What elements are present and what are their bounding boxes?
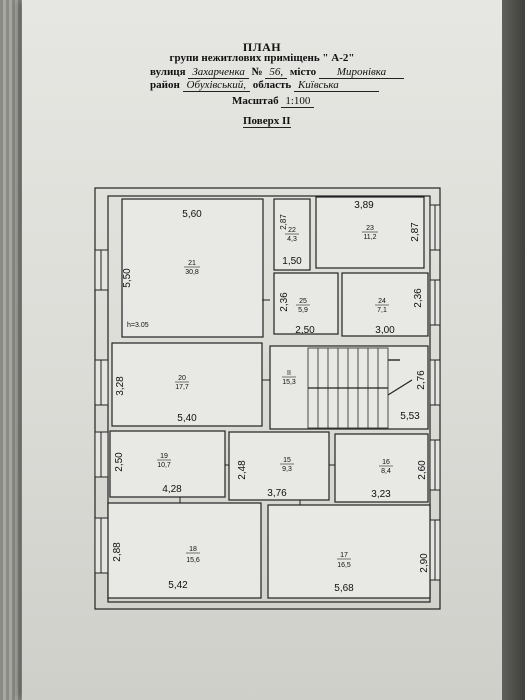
room-19-number: 19 xyxy=(160,453,168,460)
dim-22-width: 1,50 xyxy=(282,256,302,267)
room-19-area: 10,7 xyxy=(157,462,171,469)
room-23-number: 23 xyxy=(366,225,374,232)
room-20-number: 20 xyxy=(178,375,186,382)
room-23-area: 11,2 xyxy=(363,234,376,241)
room-18-area: 15,6 xyxy=(186,557,200,564)
dim-15-width: 3,76 xyxy=(267,488,287,499)
room-21-number: 21 xyxy=(188,260,196,267)
address-line: вулиця Захарченка № 56, місто Миронівка xyxy=(150,66,405,79)
floor-line: Поверх II xyxy=(243,115,291,128)
room-16-number: 16 xyxy=(382,459,390,466)
dim-23-height: 2,87 xyxy=(410,222,421,242)
room-18 xyxy=(107,502,262,599)
room-17-area: 16,5 xyxy=(337,562,351,569)
room-25-area: 5,9 xyxy=(298,307,308,314)
room-22-number: 22 xyxy=(288,227,296,234)
dimension-labels: 5,60 5,50 h=3.05 2,87 1,50 3,89 2,87 2,3… xyxy=(112,200,430,594)
room-25-number: 25 xyxy=(299,298,307,305)
dim-19-height: 2,50 xyxy=(114,452,125,472)
dim-22-height: 2,87 xyxy=(279,214,288,230)
room-15-area: 9,3 xyxy=(282,466,292,473)
room-24-number: 24 xyxy=(378,298,386,305)
sheet-shadow-edge xyxy=(502,0,525,700)
room-17 xyxy=(267,504,431,599)
dim-24-width: 3,00 xyxy=(375,325,395,336)
region-line: район Обухівський, область Київська xyxy=(150,79,379,92)
room-16 xyxy=(334,433,429,503)
district-label: район xyxy=(150,79,180,91)
dim-ii-height: 2,76 xyxy=(416,370,427,390)
room-15-number: 15 xyxy=(283,457,291,464)
dim-24-height: 2,36 xyxy=(413,288,424,308)
windows-left xyxy=(94,249,109,574)
room-24 xyxy=(341,272,429,337)
dim-21-height: 5,50 xyxy=(122,268,133,288)
room-22-area: 4,3 xyxy=(287,236,297,243)
dim-20-width: 5,40 xyxy=(177,413,197,424)
region-value: Київська xyxy=(293,79,379,92)
room-labels: 21 30,8 22 4,3 23 11,2 25 5,9 24 7,1 20 … xyxy=(157,225,393,569)
room-18-number: 18 xyxy=(189,546,197,553)
plan-title: ПЛАН xyxy=(242,40,282,54)
scale-label: Масштаб xyxy=(232,95,279,107)
floor-value: Поверх II xyxy=(243,115,291,128)
city-label: місто xyxy=(289,66,317,78)
street-value: Захарченка xyxy=(188,66,249,79)
room-21 xyxy=(121,198,264,338)
number-label: № xyxy=(251,66,263,78)
room-23 xyxy=(315,196,425,269)
staircase xyxy=(307,347,413,429)
dim-17-width: 5,68 xyxy=(334,583,354,594)
room-25 xyxy=(273,272,339,335)
door-marks xyxy=(179,299,335,505)
room-21-area: 30,8 xyxy=(185,269,199,276)
plan-subtitle: групи нежитлових приміщень " А-2" xyxy=(169,52,355,64)
room-22 xyxy=(273,198,311,271)
dim-15-height: 2,48 xyxy=(237,460,248,480)
room-ii-number: II xyxy=(287,370,291,377)
region-label: область xyxy=(252,79,292,91)
room-24-area: 7,1 xyxy=(377,307,387,314)
scale-value: 1:100 xyxy=(281,95,315,108)
dim-18-height: 2,88 xyxy=(112,542,123,562)
windows-right xyxy=(429,204,441,581)
dim-23-width: 3,89 xyxy=(354,200,374,211)
room-outlines xyxy=(107,196,431,599)
street-label: вулиця xyxy=(150,66,186,78)
room-17-number: 17 xyxy=(340,552,348,559)
room-15 xyxy=(228,431,330,501)
number-value: 56, xyxy=(265,66,288,79)
room-20 xyxy=(111,342,263,427)
scale-line: Масштаб 1:100 xyxy=(232,95,315,108)
room-16-area: 8,4 xyxy=(381,468,391,475)
dim-18-width: 5,42 xyxy=(168,580,188,591)
room-20-area: 17,7 xyxy=(175,384,189,391)
dim-20-height: 3,28 xyxy=(115,376,126,396)
district-value: Обухівський, xyxy=(182,79,250,92)
dim-ii-width: 5,53 xyxy=(400,411,420,422)
dim-25-height: 2,36 xyxy=(279,292,290,312)
room-ii-area: 15,3 xyxy=(282,379,296,386)
dim-21-width: 5,60 xyxy=(182,209,202,220)
dim-16-height: 2,60 xyxy=(417,460,428,480)
ceiling-height-note: h=3.05 xyxy=(127,322,149,329)
city-value: Миронівка xyxy=(318,66,405,79)
dim-19-width: 4,28 xyxy=(162,484,182,495)
dim-16-width: 3,23 xyxy=(371,489,391,500)
dim-25-width: 2,50 xyxy=(295,325,315,336)
room-19 xyxy=(109,430,226,498)
binding-edge xyxy=(0,0,22,700)
dim-17-height: 2,90 xyxy=(419,553,430,573)
